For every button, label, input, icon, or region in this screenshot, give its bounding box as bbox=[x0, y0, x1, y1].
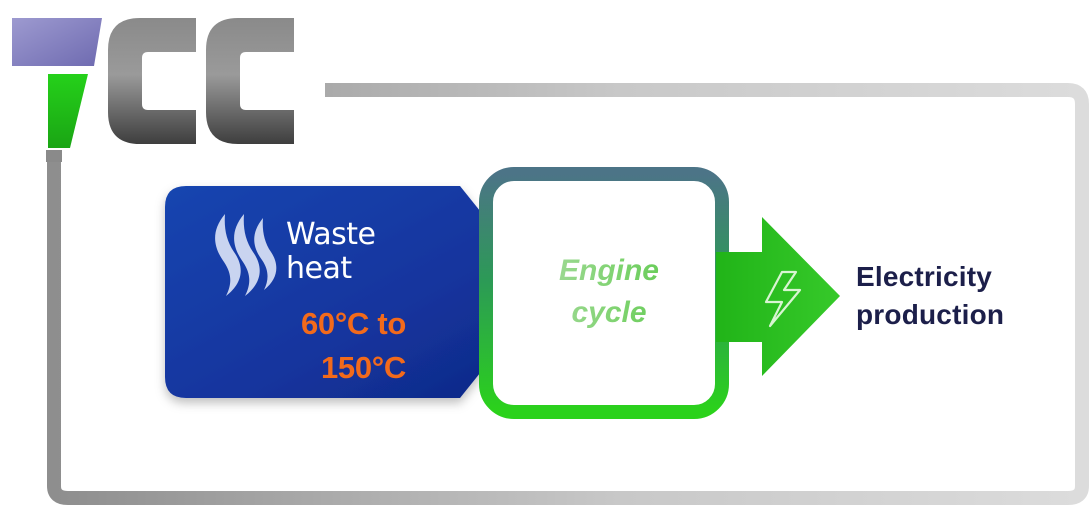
logo-letter-c-1 bbox=[108, 18, 196, 144]
logo-letter-t-bar bbox=[12, 18, 102, 66]
logo-letter-c-2 bbox=[206, 18, 294, 144]
output-arrow bbox=[716, 217, 840, 376]
lightning-bolt-icon bbox=[764, 270, 802, 328]
waste-heat-title: Waste heat bbox=[286, 217, 376, 286]
outer-frame bbox=[46, 83, 1089, 505]
tcc-logo bbox=[12, 18, 294, 148]
engine-cycle-label: Engine cycle bbox=[500, 250, 718, 334]
electricity-production-line1: Electricity bbox=[856, 261, 993, 292]
heat-waves-icon bbox=[215, 214, 277, 296]
waste-heat-title-line2: heat bbox=[286, 251, 352, 286]
temperature-range-line2: 150°C bbox=[320, 350, 406, 385]
waste-heat-title-line1: Waste bbox=[286, 217, 376, 252]
electricity-production-line2: production bbox=[856, 299, 1005, 330]
electricity-production-label: Electricity production bbox=[856, 258, 1004, 334]
logo-letter-t-stem bbox=[48, 74, 88, 148]
engine-cycle-line1: Engine bbox=[558, 254, 659, 287]
temperature-range: 60°C to 150°C bbox=[301, 302, 406, 390]
engine-cycle-line2: cycle bbox=[571, 296, 647, 329]
temperature-range-line1: 60°C to bbox=[300, 306, 406, 341]
